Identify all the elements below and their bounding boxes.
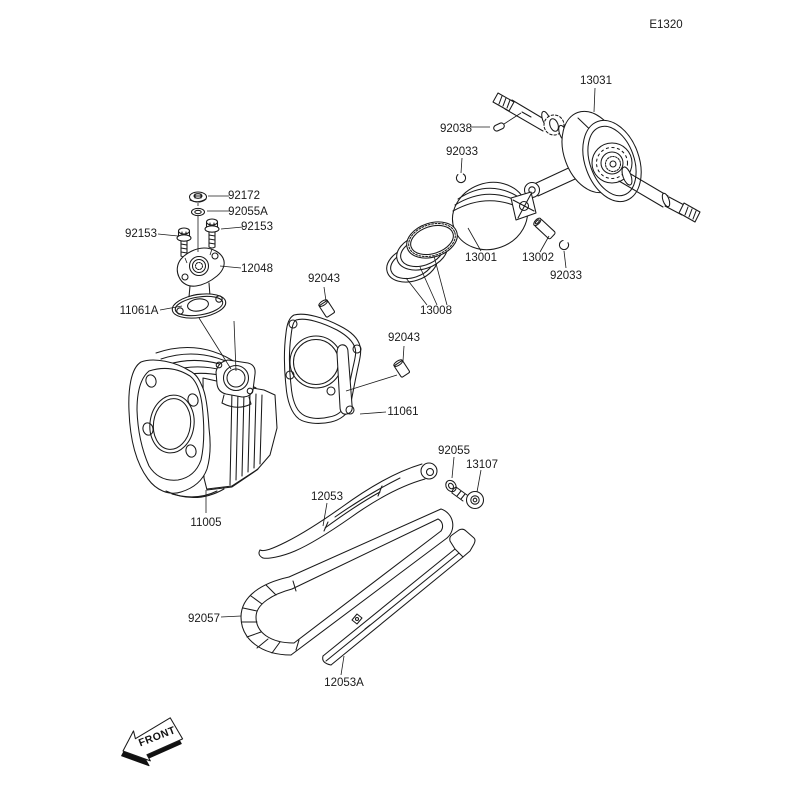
crankshaft-drawing — [492, 92, 701, 223]
pivot-bolt-drawing — [451, 486, 485, 510]
small-washer-drawing — [190, 207, 206, 217]
dowel-pin-drawing — [393, 359, 410, 378]
piston-pin-drawing — [533, 217, 556, 240]
chain-guide-drawing — [258, 462, 438, 559]
intake-manifold-drawing — [176, 247, 225, 298]
part-label-92057: 92057 — [188, 613, 220, 625]
part-label-92043: 92043 — [308, 273, 340, 285]
part-label-13031: 13031 — [580, 75, 612, 87]
manifold-gasket-drawing — [171, 293, 227, 319]
part-label-12053: 12053 — [311, 491, 343, 503]
part-label-12053A: 12053A — [324, 677, 364, 689]
cap-nut-drawing — [188, 191, 208, 203]
piston-drawing — [452, 181, 541, 251]
part-label-92038: 92038 — [440, 123, 472, 135]
part-label-11005: 11005 — [190, 517, 221, 529]
part-label-92172: 92172 — [228, 190, 260, 202]
part-labels: E1320 13031 92038 92033 13001 13002 9203… — [120, 19, 683, 689]
cam-chain-drawing — [240, 508, 454, 656]
part-label-92153: 92153 — [241, 221, 273, 233]
chain-guide-rear-drawing — [322, 528, 476, 666]
part-label-92033: 92033 — [446, 146, 478, 158]
front-direction-marker: FRONT — [121, 717, 184, 767]
part-label-13002: 13002 — [522, 252, 554, 264]
woodruff-key-drawing — [493, 122, 505, 132]
part-label-13107: 13107 — [466, 459, 498, 471]
part-label-13001: 13001 — [465, 252, 497, 264]
circlip-drawing — [455, 172, 467, 184]
part-label-92055: 92055 — [438, 445, 470, 457]
part-label-12048: 12048 — [241, 263, 273, 275]
part-label-92033: 92033 — [550, 270, 582, 282]
cylinder-drawing — [128, 347, 278, 499]
part-label-11061A: 11061A — [120, 305, 159, 317]
part-label-13008: 13008 — [420, 305, 452, 317]
piston-ring-set-drawing — [386, 221, 458, 283]
socket-bolt-drawing — [204, 218, 220, 249]
dowel-pin-drawing — [318, 299, 335, 318]
plain-washer-drawing — [445, 479, 457, 493]
socket-bolt-drawing — [176, 227, 192, 258]
part-label-92055A: 92055A — [228, 206, 268, 218]
circlip-drawing — [558, 239, 570, 251]
page-code: E1320 — [649, 19, 682, 31]
part-label-11061: 11061 — [387, 406, 418, 418]
part-label-92043: 92043 — [388, 332, 420, 344]
cylinder-gasket-drawing — [283, 313, 362, 424]
leader-lines — [157, 87, 596, 676]
part-label-92153: 92153 — [125, 228, 157, 240]
